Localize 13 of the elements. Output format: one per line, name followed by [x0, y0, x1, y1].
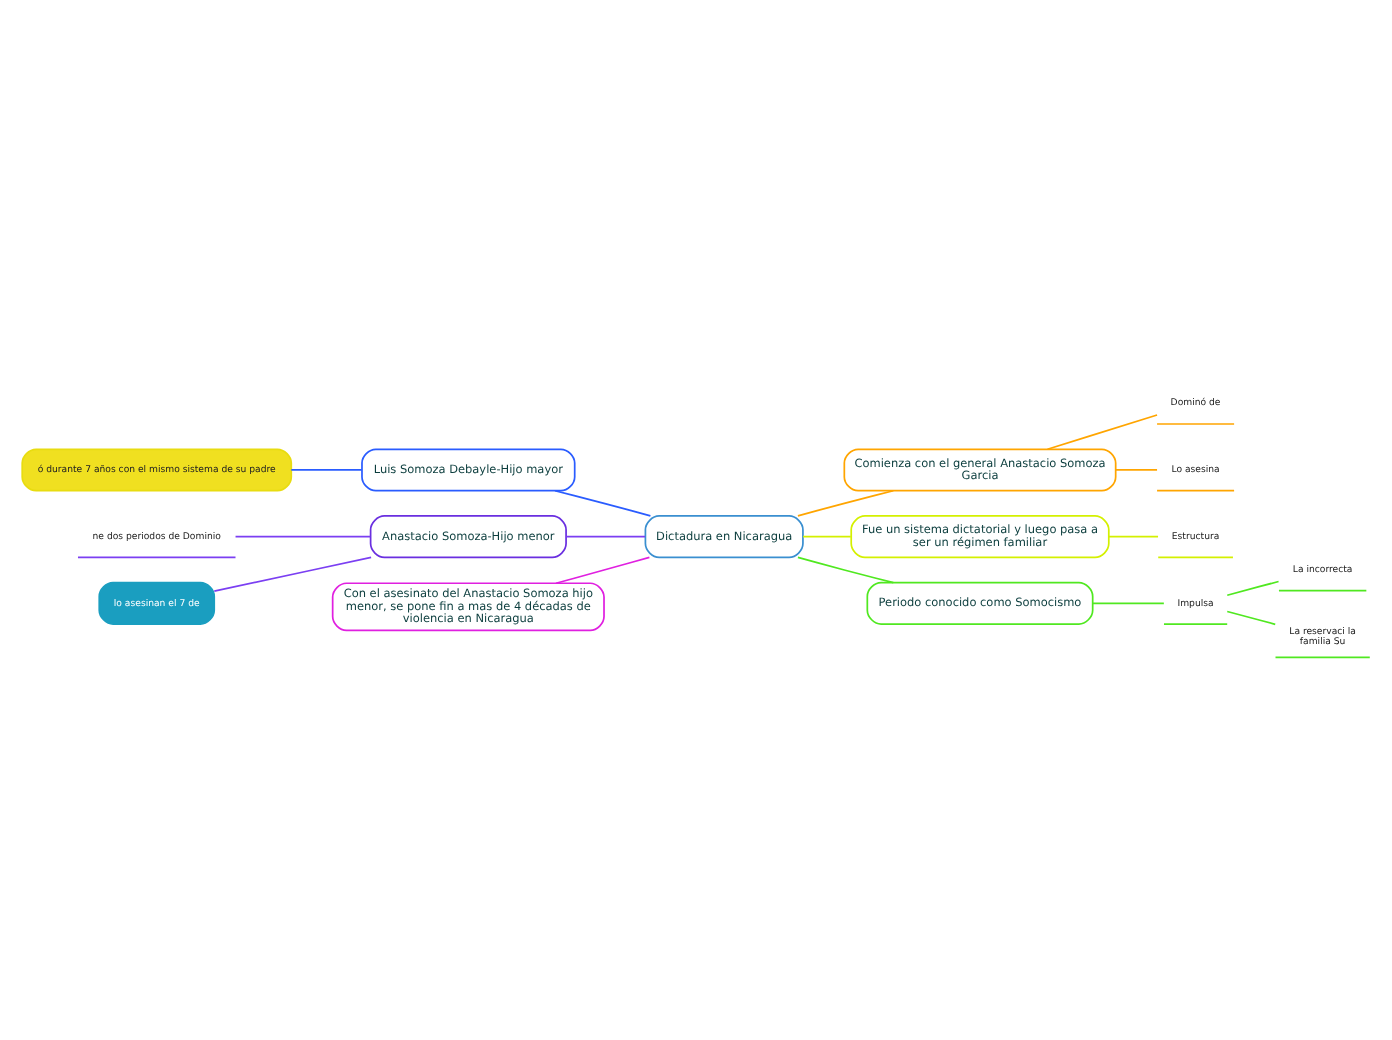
connector: [1226, 610, 1277, 626]
connector: [554, 489, 652, 517]
connector: [290, 469, 363, 471]
connector: [1108, 535, 1159, 538]
connector: [1091, 602, 1165, 605]
connector: [1226, 580, 1280, 597]
connector: [565, 535, 646, 538]
connector: [234, 535, 371, 538]
connector: [213, 556, 372, 593]
connector: [802, 535, 852, 538]
connector: [1115, 469, 1158, 471]
connector: [1046, 414, 1158, 451]
connector: [555, 556, 651, 585]
